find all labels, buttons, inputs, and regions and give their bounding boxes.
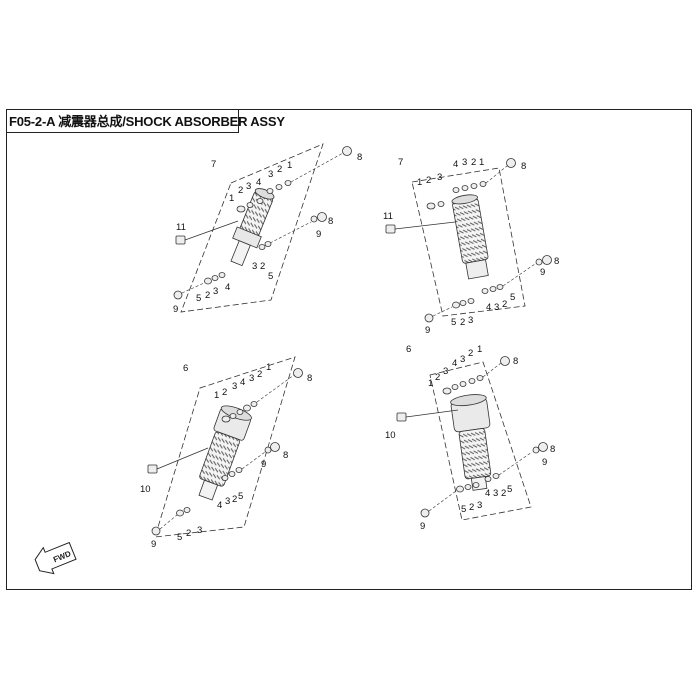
callout-label: 4	[256, 177, 261, 188]
callout-label: 1	[417, 177, 422, 188]
callout-label: 1	[266, 362, 271, 373]
callout-label: 8	[513, 356, 518, 367]
callout-label: 4	[452, 358, 457, 369]
callout-label: 3	[232, 381, 237, 392]
callout-label: 2	[502, 299, 507, 310]
callout-label: 3	[246, 181, 251, 192]
assembly-upper-left: 7 1 2 3 4 3 2 1 8 11 3 2 5 9 5 2 3 4 9 8	[173, 143, 362, 315]
callout-label: 9	[540, 267, 545, 278]
callout-label: 7	[211, 159, 216, 170]
callout-label: 2	[277, 164, 282, 175]
callout-label: 8	[283, 450, 288, 461]
callout-label: 3	[268, 169, 273, 180]
callout-label: 8	[357, 152, 362, 163]
callout-label: 7	[398, 157, 403, 168]
callout-label: 5	[461, 504, 466, 515]
callout-label: 2	[468, 348, 473, 359]
callout-label: 4	[453, 159, 458, 170]
assembly-lower-left: 6 1 2 3 4 3 2 1 8 10 9 8 4 3 2 5 9 5 2 3	[140, 356, 312, 550]
callout-label: 8	[328, 216, 333, 227]
callout-label: 8	[550, 444, 555, 455]
callout-label: 4	[485, 488, 490, 499]
callout-label: 9	[261, 459, 266, 470]
callout-label: 5	[510, 292, 515, 303]
fwd-arrow-icon: FWD	[34, 541, 77, 575]
callout-label: 3	[468, 315, 473, 326]
callout-label: 9	[420, 521, 425, 532]
callout-label: 4	[486, 302, 491, 313]
callout-label: 3	[493, 488, 498, 499]
callout-label: 5	[507, 484, 512, 495]
callout-label: 9	[425, 325, 430, 336]
page-title: F05-2-A 减震器总成/SHOCK ABSORBER ASSY	[9, 114, 285, 129]
callout-label: 5	[238, 491, 243, 502]
callout-label: 3	[249, 373, 254, 384]
callout-label: 9	[316, 229, 321, 240]
callout-label: 3	[252, 261, 257, 272]
callout-label: 2	[232, 494, 237, 505]
callout-label: 1	[479, 157, 484, 168]
callout-label: 3	[225, 496, 230, 507]
callout-label: 6	[183, 363, 188, 374]
callout-label: 3	[494, 302, 499, 313]
callout-label: 2	[205, 290, 210, 301]
title-block: F05-2-A 减震器总成/SHOCK ABSORBER ASSY	[6, 109, 285, 133]
callout-label: 9	[542, 457, 547, 468]
callout-label: 2	[471, 157, 476, 168]
callout-label: 3	[197, 525, 202, 536]
callout-label: 2	[222, 387, 227, 398]
callout-label: 4	[240, 377, 245, 388]
callout-label: 2	[435, 372, 440, 383]
callout-label: 1	[428, 378, 433, 389]
callout-label: 2	[501, 488, 506, 499]
callout-label: 1	[287, 160, 292, 171]
callout-label: 2	[238, 185, 243, 196]
callout-label: 9	[173, 304, 178, 315]
callout-label: 10	[385, 430, 396, 441]
callout-label: 3	[437, 172, 442, 183]
callout-label: 5	[268, 271, 273, 282]
callout-label: 11	[176, 222, 186, 233]
callout-label: 2	[460, 317, 465, 328]
callout-label: 4	[217, 500, 222, 511]
callout-label: 2	[260, 261, 265, 272]
callout-label: 5	[196, 293, 201, 304]
callout-label: 11	[383, 211, 393, 222]
callout-label: 6	[406, 344, 411, 355]
callout-label: 1	[477, 344, 482, 355]
callout-label: 2	[257, 369, 262, 380]
assembly-upper-right: 7 1 2 3 4 3 2 1 8 11 9 8 9 5 2 3 4 3 2 5	[383, 157, 559, 336]
callout-label: 5	[451, 317, 456, 328]
callout-label: 3	[213, 286, 218, 297]
callout-label: 1	[214, 390, 219, 401]
callout-label: 2	[426, 175, 431, 186]
callout-label: 9	[151, 539, 156, 550]
drawing-frame	[6, 109, 692, 590]
callout-label: 8	[307, 373, 312, 384]
callout-label: 5	[177, 532, 182, 543]
callout-label: 3	[462, 157, 467, 168]
callout-label: 4	[225, 282, 230, 293]
assembly-lower-right: 6 1 2 3 4 3 2 1 8 10 9 8 4 3 2 5 9 5 2 3	[385, 344, 555, 532]
callout-label: 10	[140, 484, 151, 495]
callout-label: 2	[186, 528, 191, 539]
callout-label: 1	[229, 193, 234, 204]
callout-label: 3	[460, 354, 465, 365]
callout-label: 2	[469, 502, 474, 513]
callout-label: 3	[477, 500, 482, 511]
callout-label: 8	[521, 161, 526, 172]
callout-label: 3	[443, 366, 448, 377]
callout-label: 8	[554, 256, 559, 267]
